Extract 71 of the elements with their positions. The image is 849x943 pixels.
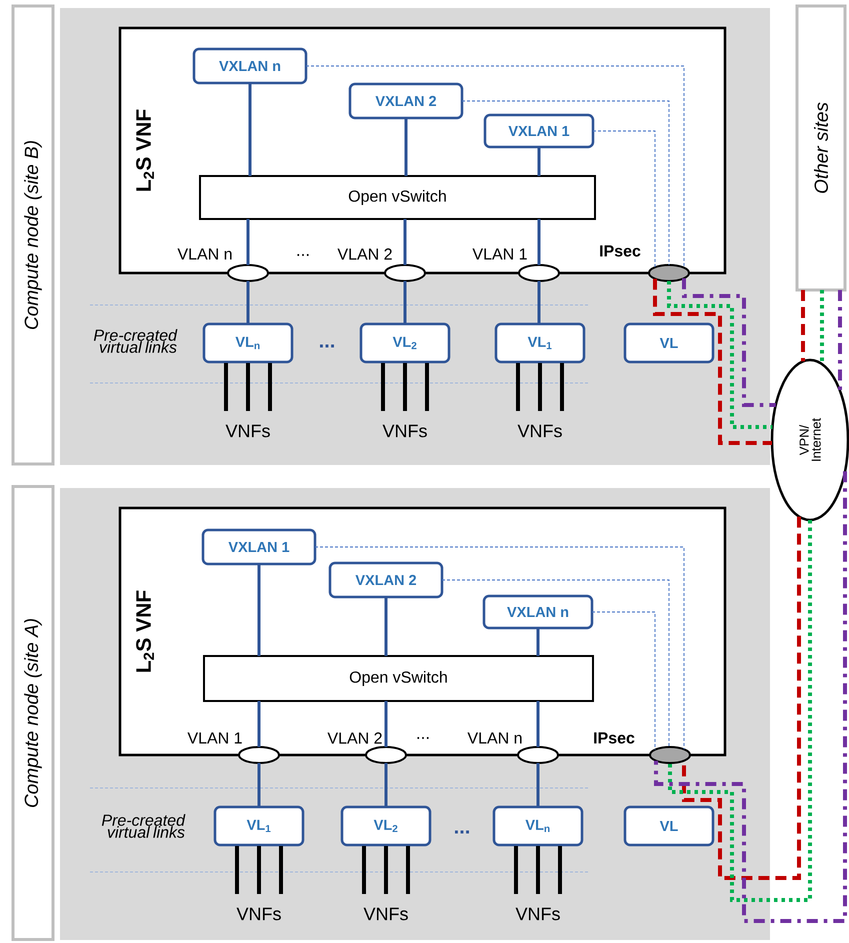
- link-line: [384, 701, 388, 747]
- port-label: VLAN n: [178, 248, 232, 260]
- link-line: [536, 701, 540, 747]
- port-label: VLAN 1: [188, 732, 242, 744]
- connector-line: [592, 130, 656, 268]
- connector-line: [654, 471, 847, 923]
- link-line: [246, 219, 250, 265]
- vnf-label: VNFs: [382, 424, 427, 438]
- ellipsis-mark: ...: [297, 254, 309, 256]
- link-box: VL$_{n}$: [202, 322, 294, 364]
- link-line: [246, 281, 250, 324]
- connector-line: [682, 278, 776, 407]
- note-text: Pre-created virtual links: [94, 329, 178, 353]
- side-label-box: Compute node (site B): [12, 4, 54, 466]
- port-label: VLAN 2: [338, 248, 392, 260]
- link-box: VL$_{1}$: [214, 806, 304, 846]
- vxlan-box: VXLAN n: [192, 48, 308, 84]
- note-text: Pre-created virtual links: [102, 814, 186, 838]
- link-line: [258, 763, 260, 807]
- link-box: VL: [624, 322, 714, 364]
- link-line: [538, 147, 540, 176]
- connector-line: [682, 516, 801, 880]
- switch-box: Open vSwitch: [203, 655, 594, 702]
- connector-line: [801, 290, 805, 362]
- vxlan-box: VXLAN 2: [328, 562, 444, 598]
- link-box: VL$_{2}$: [340, 806, 432, 846]
- side-label-box: Other sites: [796, 4, 846, 292]
- port-label: VLAN 2: [328, 732, 382, 744]
- connector-line: [653, 278, 772, 445]
- link-line: [384, 763, 388, 807]
- connector-line: [592, 612, 656, 750]
- link-line: [536, 628, 540, 656]
- link-line: [538, 219, 540, 265]
- link-line: [538, 281, 540, 324]
- port-label: VLAN n: [468, 732, 522, 744]
- switch-box: Open vSwitch: [199, 175, 596, 220]
- vxlan-box: VXLAN n: [482, 594, 594, 630]
- connector-line: [462, 100, 670, 266]
- vxlan-box: VXLAN 2: [348, 82, 464, 120]
- link-box: VL$_{1}$: [494, 322, 586, 364]
- connector-line: [668, 520, 812, 902]
- vnf-label: VNFs: [226, 424, 270, 438]
- port-label: IPsec: [600, 245, 640, 257]
- vnf-label: VNFs: [518, 424, 562, 438]
- port-label: VLAN 1: [472, 248, 527, 260]
- side-label-box: Compute node (site A): [12, 485, 54, 941]
- link-line: [404, 118, 408, 176]
- link-box: VL: [624, 806, 714, 846]
- ellipsis-mark: ...: [417, 737, 429, 739]
- ellipsis-mark: ...: [320, 344, 334, 348]
- link-line: [384, 597, 388, 656]
- vnf-label: VNFs: [236, 908, 281, 920]
- link-line: [536, 763, 540, 807]
- ellipsis-mark: ...: [455, 830, 469, 834]
- connector-line: [442, 580, 670, 748]
- link-box: VL$_{n}$: [492, 806, 584, 846]
- link-line: [258, 564, 260, 656]
- link-line: [248, 83, 252, 176]
- vxlan-box: VXLAN 1: [484, 114, 594, 148]
- vnf-label: VNFs: [364, 908, 408, 920]
- connector-line: [667, 281, 772, 429]
- link-line: [258, 701, 260, 747]
- vxlan-box: VXLAN 1: [202, 528, 316, 566]
- connector-line: [838, 290, 842, 391]
- port-label: IPsec: [594, 732, 634, 744]
- connector-line: [306, 66, 684, 268]
- link-line: [404, 219, 406, 265]
- link-line: [404, 281, 406, 324]
- connector-line: [314, 546, 684, 750]
- link-box: VL$_{2}$: [360, 322, 450, 364]
- vnf-label: VNFs: [516, 908, 560, 920]
